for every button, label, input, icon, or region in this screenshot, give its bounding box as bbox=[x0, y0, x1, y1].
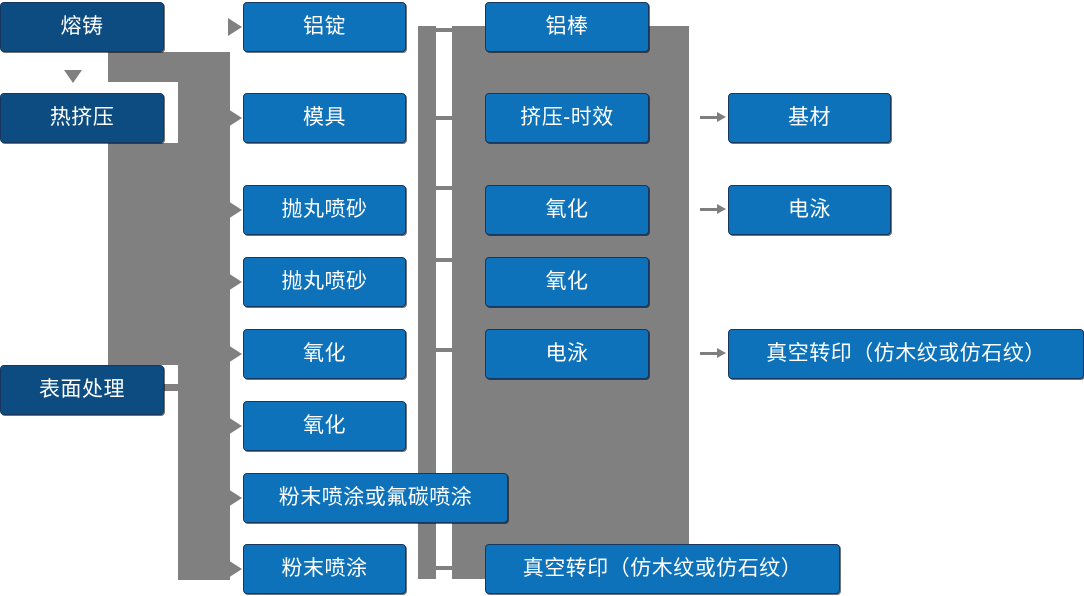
mid-rung-4 bbox=[430, 258, 458, 262]
stage-surface-treat[interactable]: 表面处理 bbox=[0, 365, 164, 415]
node-mould[interactable]: 模具 bbox=[243, 93, 406, 143]
arrow-right-to-shot-blast-1 bbox=[228, 201, 242, 219]
stage-melt-cast[interactable]: 熔铸 bbox=[0, 2, 164, 52]
mid-rung-3 bbox=[430, 186, 458, 190]
stage-surface-treat-label: 表面处理 bbox=[39, 378, 125, 402]
arrow-to-electrophoresis-output bbox=[700, 204, 726, 215]
mid-rung-5 bbox=[430, 348, 458, 352]
arrow-right-to-powder-coating bbox=[228, 560, 242, 578]
node-mould-label: 模具 bbox=[303, 106, 346, 130]
surface-treat-connector-line bbox=[164, 388, 188, 391]
node-aluminum-ingot[interactable]: 铝锭 bbox=[243, 2, 406, 52]
mid-rung-1 bbox=[430, 28, 458, 32]
node-powder-coating[interactable]: 粉末喷涂 bbox=[243, 544, 406, 594]
node-vacuum-transfer-right-label: 真空转印（仿木纹或仿石纹） bbox=[766, 342, 1046, 366]
arrow-right-to-oxidation-2 bbox=[228, 417, 242, 435]
arrow-right-to-shot-blast-2 bbox=[228, 273, 242, 291]
node-aluminum-ingot-label: 铝锭 bbox=[303, 15, 346, 39]
stage-hot-extrude-label: 热挤压 bbox=[49, 106, 115, 130]
arrow-right-to-oxidation-1 bbox=[228, 345, 242, 363]
mid-trunk-bar-left bbox=[418, 26, 436, 579]
node-oxidation-3[interactable]: 氧化 bbox=[485, 185, 649, 235]
node-aluminum-bar-label: 铝棒 bbox=[545, 15, 589, 39]
stage-hot-extrude[interactable]: 热挤压 bbox=[0, 93, 164, 143]
arrow-right-to-powder-or-fluorocarbon bbox=[228, 489, 242, 507]
node-oxidation-4-label: 氧化 bbox=[545, 270, 589, 294]
mid-rung-2 bbox=[430, 116, 458, 120]
node-extrude-aging[interactable]: 挤压-时效 bbox=[485, 93, 649, 143]
node-oxidation-2-label: 氧化 bbox=[303, 414, 346, 438]
node-oxidation-1-label: 氧化 bbox=[303, 342, 346, 366]
left-trunk-vertical bbox=[178, 52, 230, 580]
node-vacuum-transfer-bottom-label: 真空转印（仿木纹或仿石纹） bbox=[522, 557, 803, 581]
node-shot-blast-1-label: 抛丸喷砂 bbox=[281, 198, 368, 222]
node-electrophoresis-2-label: 电泳 bbox=[788, 198, 831, 222]
arrow-to-vacuum-transfer-output bbox=[700, 348, 726, 359]
arrow-down-to-hot-extrude bbox=[64, 70, 82, 83]
node-extrude-aging-label: 挤压-时效 bbox=[520, 106, 614, 130]
node-shot-blast-2[interactable]: 抛丸喷砂 bbox=[243, 257, 406, 307]
node-vacuum-transfer-bottom[interactable]: 真空转印（仿木纹或仿石纹） bbox=[485, 544, 840, 594]
arrow-to-base-material bbox=[700, 112, 726, 123]
node-oxidation-2[interactable]: 氧化 bbox=[243, 401, 406, 451]
node-oxidation-4[interactable]: 氧化 bbox=[485, 257, 649, 307]
left-trunk-tail-stub bbox=[160, 384, 230, 390]
node-powder-coating-label: 粉末喷涂 bbox=[281, 557, 368, 581]
node-oxidation-3-label: 氧化 bbox=[545, 198, 589, 222]
node-shot-blast-1[interactable]: 抛丸喷砂 bbox=[243, 185, 406, 235]
node-base-material-label: 基材 bbox=[788, 106, 831, 130]
node-aluminum-bar[interactable]: 铝棒 bbox=[485, 2, 649, 52]
stage-melt-cast-label: 熔铸 bbox=[60, 15, 104, 39]
arrow-right-to-aluminum-ingot bbox=[228, 18, 242, 36]
node-powder-or-fluorocarbon[interactable]: 粉末喷涂或氟碳喷涂 bbox=[243, 473, 508, 523]
node-electrophoresis-2[interactable]: 电泳 bbox=[728, 185, 891, 235]
node-shot-blast-2-label: 抛丸喷砂 bbox=[281, 270, 368, 294]
node-base-material[interactable]: 基材 bbox=[728, 93, 891, 143]
node-vacuum-transfer-right[interactable]: 真空转印（仿木纹或仿石纹） bbox=[728, 329, 1084, 379]
node-electrophoresis-1-label: 电泳 bbox=[545, 342, 589, 366]
mid-rung-6 bbox=[430, 566, 458, 570]
node-powder-or-fluorocarbon-label: 粉末喷涂或氟碳喷涂 bbox=[278, 486, 473, 510]
node-electrophoresis-1[interactable]: 电泳 bbox=[485, 329, 649, 379]
node-oxidation-1[interactable]: 氧化 bbox=[243, 329, 406, 379]
arrow-right-to-mould bbox=[228, 109, 242, 127]
